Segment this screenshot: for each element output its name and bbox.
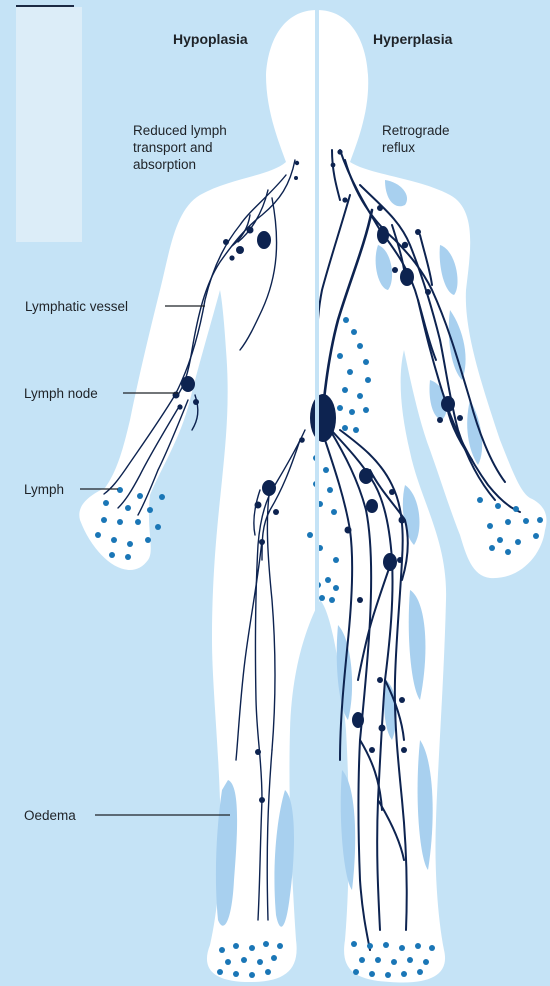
annotation-reduced-transport: Reduced lymph transport and absorption xyxy=(133,122,227,173)
header-hyperplasia: Hyperplasia xyxy=(373,31,452,48)
label-oedema: Oedema xyxy=(24,807,76,824)
label-lymphatic-vessel: Lymphatic vessel xyxy=(25,298,128,315)
label-lymph-node: Lymph node xyxy=(24,385,98,402)
header-hypoplasia: Hypoplasia xyxy=(173,31,248,48)
label-lymph: Lymph xyxy=(24,481,64,498)
annotation-retrograde-reflux: Retrograde reflux xyxy=(382,122,450,156)
divider-line xyxy=(315,0,319,986)
